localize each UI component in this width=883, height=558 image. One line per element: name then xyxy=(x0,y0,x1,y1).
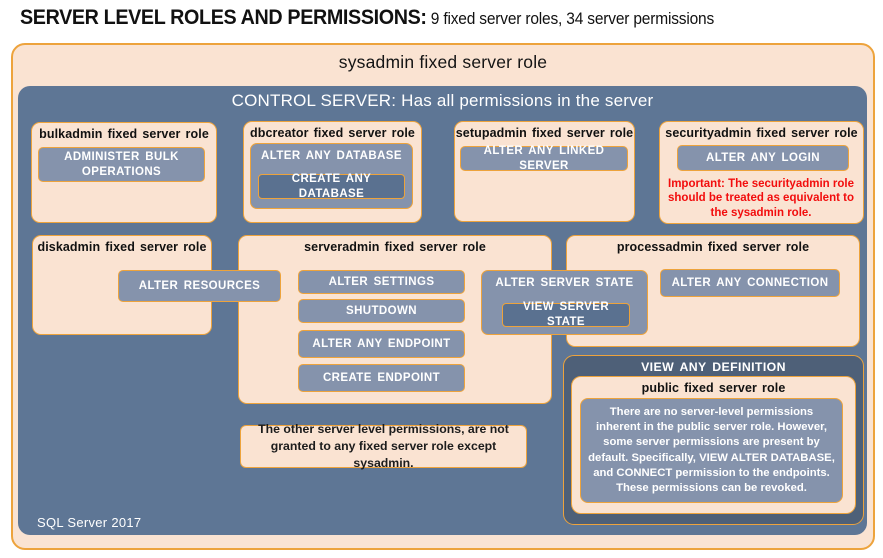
securityadmin-warning: Important: The securityadmin role should… xyxy=(668,178,854,219)
permission-shutdown: SHUTDOWN xyxy=(298,299,465,323)
diskadmin-role-label: diskadmin fixed server role xyxy=(37,240,207,254)
dbcreator-role-label: dbcreator fixed server role xyxy=(250,126,415,140)
permission-alter-any-linked-server: ALTER ANY LINKED SERVER xyxy=(460,145,628,172)
permission-alter-settings: ALTER SETTINGS xyxy=(298,270,465,294)
setupadmin-role-label: setupadmin fixed server role xyxy=(455,126,634,140)
permission-alter-resources: ALTER RESOURCES xyxy=(118,270,281,302)
control-server-label: CONTROL SERVER: Has all permissions in t… xyxy=(231,91,654,110)
permission-administer-bulk-operations: ADMINISTER BULK OPERATIONS xyxy=(38,147,205,182)
serveradmin-role-label: serveradmin fixed server role xyxy=(304,240,486,254)
setupadmin-role-box: setupadmin fixed server role xyxy=(454,121,635,222)
permission-view-any-definition: VIEW ANY DEFINITION xyxy=(641,360,786,374)
public-role-label: public fixed server role xyxy=(641,381,786,395)
permission-alter-any-connection: ALTER ANY CONNECTION xyxy=(660,269,840,297)
sysadmin-role-label: sysadmin fixed server role xyxy=(338,52,548,72)
permission-create-endpoint: CREATE ENDPOINT xyxy=(298,364,465,392)
securityadmin-role-box: securityadmin fixed server role xyxy=(659,121,864,224)
page-title-main: SERVER LEVEL ROLES AND PERMISSIONS: xyxy=(20,6,427,29)
permission-create-any-database: CREATE ANY DATABASE xyxy=(258,173,405,200)
processadmin-role-label: processadmin fixed server role xyxy=(616,240,810,254)
public-role-note: There are no server-level permissions in… xyxy=(580,398,843,503)
bulkadmin-role-label: bulkadmin fixed server role xyxy=(39,127,209,141)
securityadmin-role-label: securityadmin fixed server role xyxy=(665,126,858,140)
page-title-sub: 9 fixed server roles, 34 server permissi… xyxy=(430,10,715,28)
sql-server-version-label: SQL Server 2017 xyxy=(37,515,142,530)
permission-alter-any-endpoint: ALTER ANY ENDPOINT xyxy=(298,330,465,358)
permission-alter-any-login: ALTER ANY LOGIN xyxy=(677,145,849,171)
page-title: SERVER LEVEL ROLES AND PERMISSIONS: 9 fi… xyxy=(20,6,714,30)
permission-view-server-state: VIEW SERVER STATE xyxy=(502,301,630,328)
other-permissions-note: The other server level permissions, are … xyxy=(240,422,527,470)
